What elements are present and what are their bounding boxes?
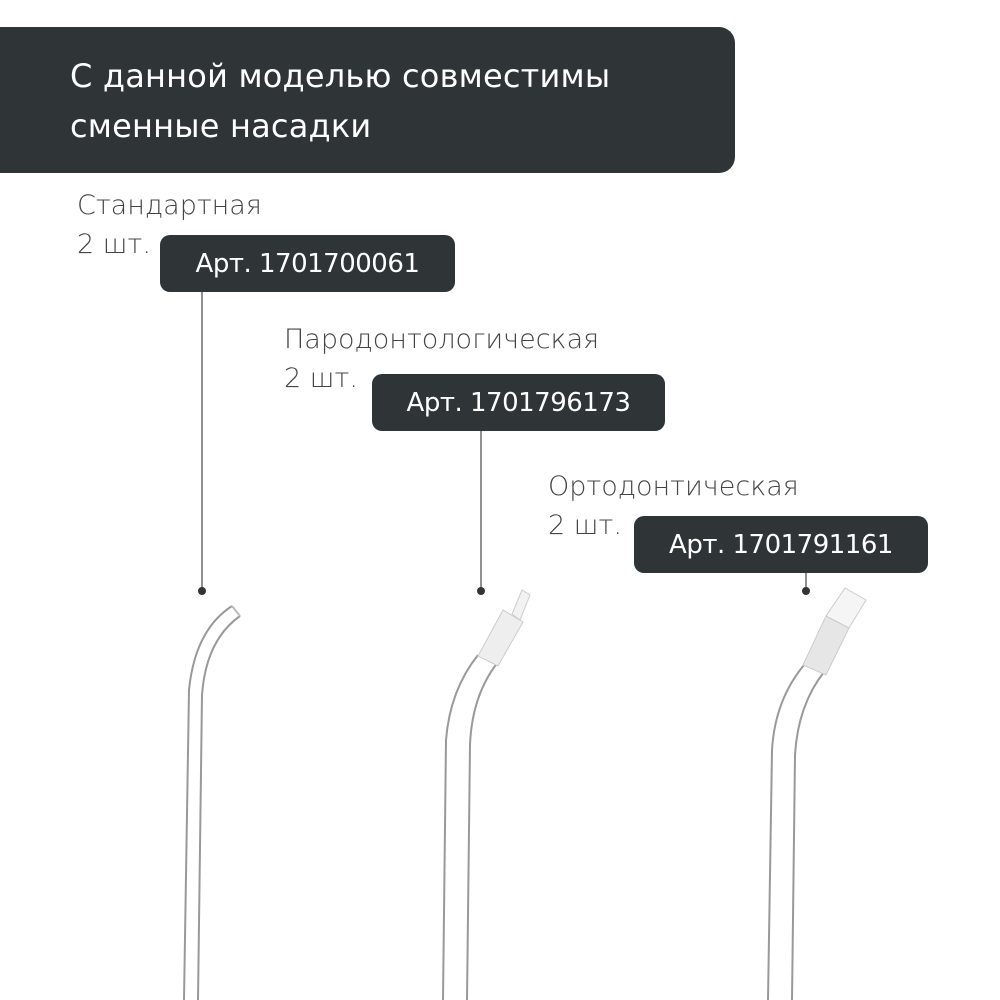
nozzle-name-periodontal: Пародонтологическая [284, 324, 600, 355]
nozzle-name-standard: Стандартная [77, 190, 262, 221]
nozzle-name-orthodontic: Ортодонтическая [548, 471, 799, 502]
title-banner: С данной моделью совместимы сменные наса… [0, 27, 735, 173]
title-line-1: С данной моделью совместимы [70, 57, 611, 95]
pointer-dot-periodontal [477, 587, 485, 595]
title-line-2: сменные насадки [70, 107, 372, 145]
nozzle-qty-standard: 2 шт. [77, 229, 151, 260]
nozzle-qty-periodontal: 2 шт. [284, 363, 358, 394]
pointer-dot-standard [198, 587, 206, 595]
nozzle-standard [183, 605, 241, 1000]
article-badge-orthodontic: Арт. 1701791161 [634, 516, 928, 573]
nozzle-qty-orthodontic: 2 шт. [548, 510, 622, 541]
nozzle-orthodontic [767, 587, 867, 1000]
pointer-dot-orthodontic [802, 587, 810, 595]
article-badge-periodontal: Арт. 1701796173 [372, 374, 665, 431]
article-badge-standard: Арт. 1701700061 [160, 235, 455, 292]
nozzle-periodontal [442, 589, 531, 1000]
